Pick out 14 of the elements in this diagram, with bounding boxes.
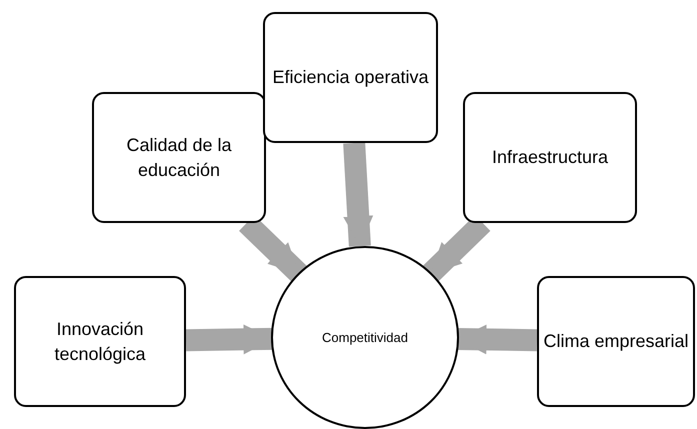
factor-box <box>537 276 695 407</box>
factor-box <box>14 276 186 407</box>
factor-box <box>263 12 438 143</box>
node-label: Competitividad <box>322 328 408 346</box>
block-arrow <box>343 142 374 247</box>
node-label: Innovación tecnológica <box>53 318 147 366</box>
block-arrow <box>186 324 274 354</box>
factor-box <box>92 92 266 223</box>
node-label: Infraestructura <box>492 146 608 170</box>
block-arrow <box>456 324 538 354</box>
node-label: Calidad de la educación <box>125 134 233 182</box>
node-label: Eficiencia operativa <box>272 66 429 90</box>
node-label: Clima empresarial <box>543 330 689 354</box>
factor-box <box>463 92 637 223</box>
